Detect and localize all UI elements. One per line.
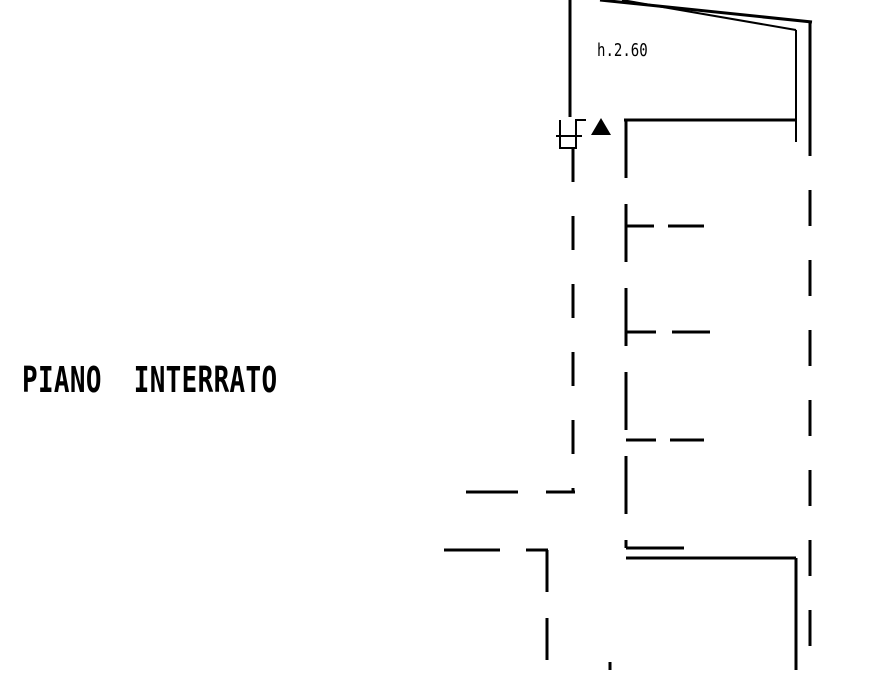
wall-top-slanted-inner	[621, 0, 797, 31]
wall-top-slanted-outer	[599, 0, 813, 24]
room-height-label: h.2.60	[597, 40, 648, 61]
corner-marker	[559, 119, 586, 149]
north-arrow-icon	[591, 118, 611, 135]
floor-label: PIANO INTERRATO	[22, 360, 278, 401]
